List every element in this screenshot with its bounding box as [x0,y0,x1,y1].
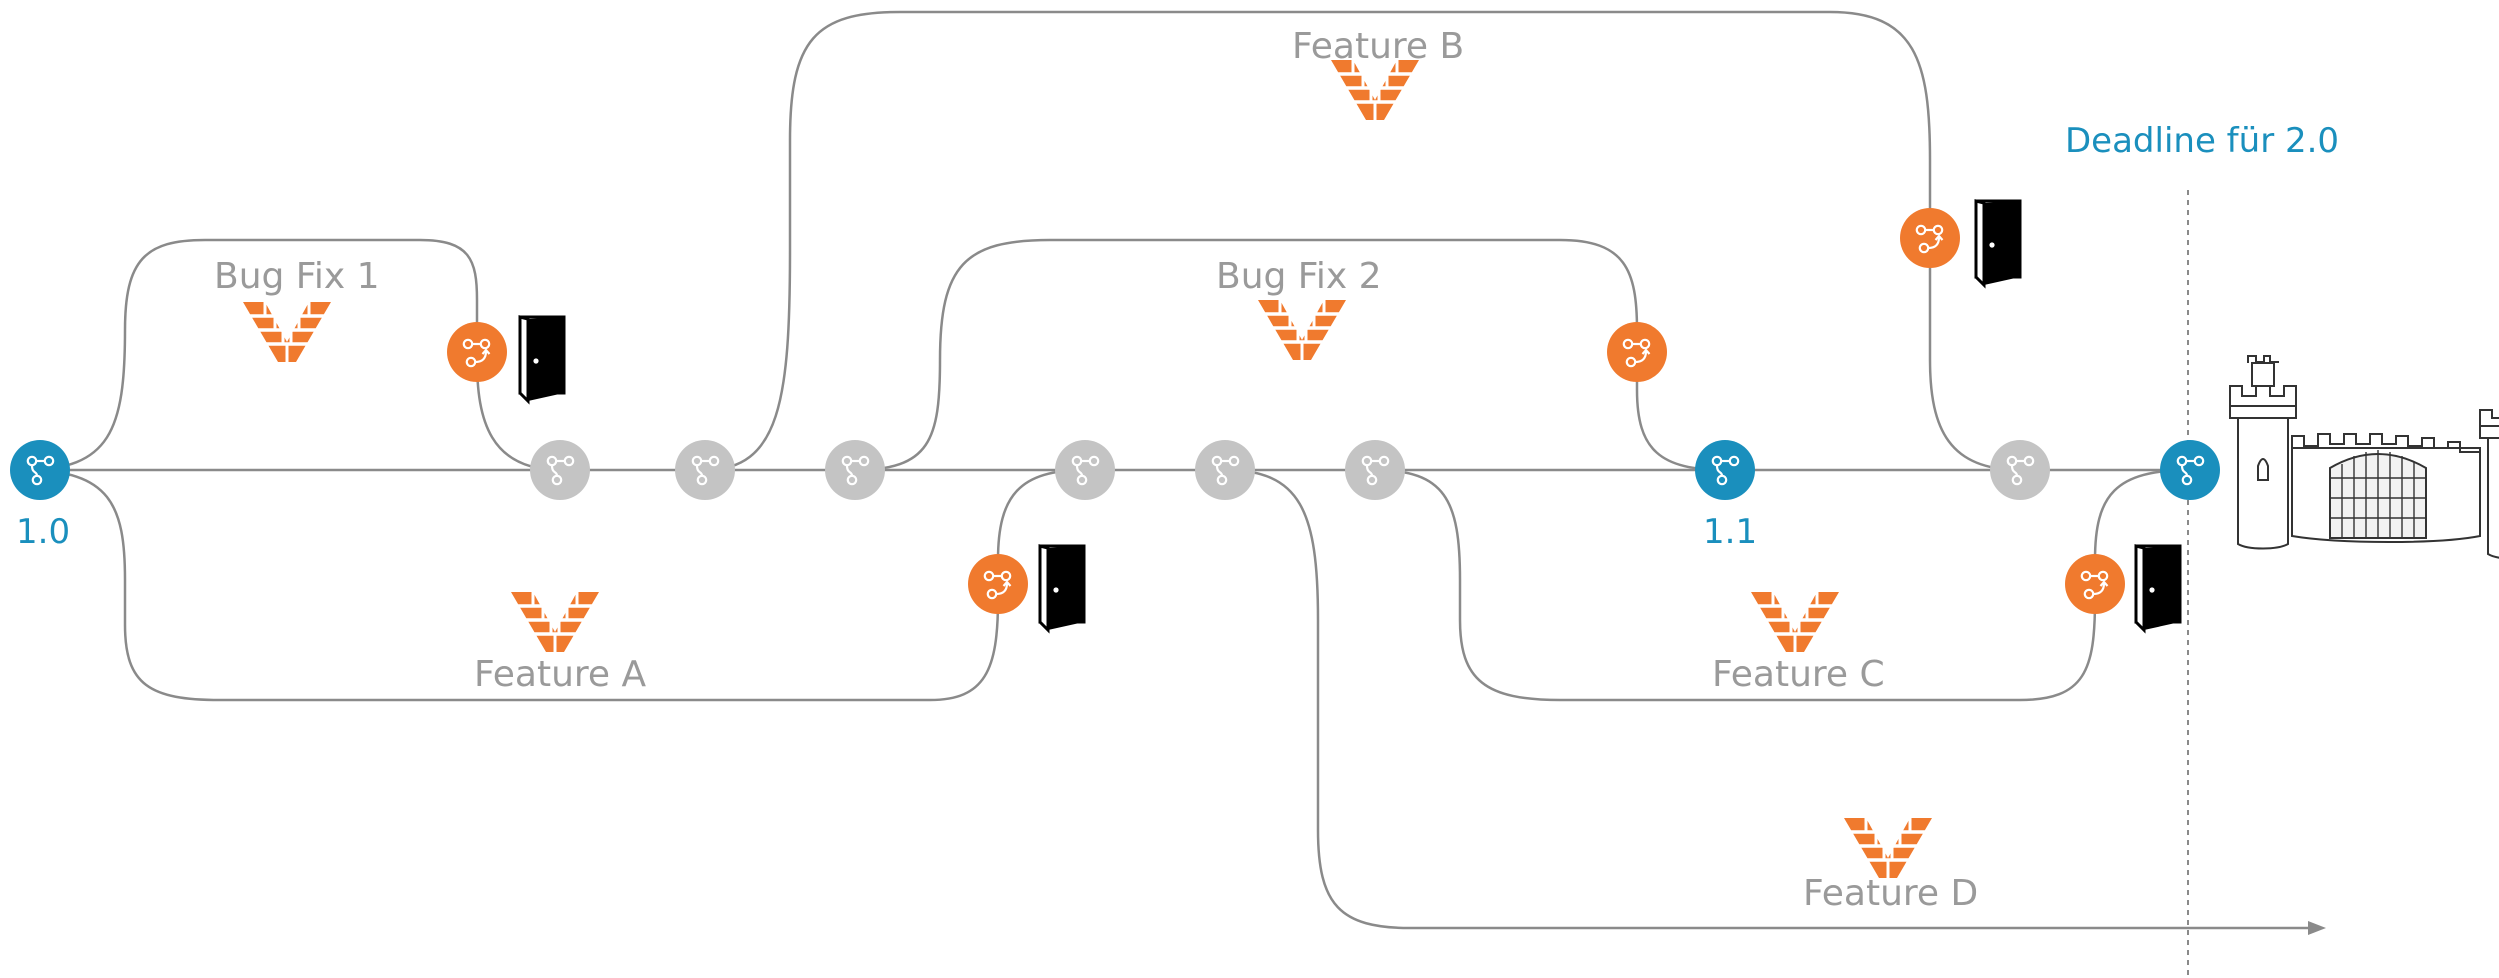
commit-node-1[interactable] [530,440,590,500]
release-label-1-1: 1.1 [1703,512,1757,552]
commit-node-7[interactable] [1990,440,2050,500]
v-brand-icon [1329,58,1421,122]
commit-node-6[interactable] [1345,440,1405,500]
commit-nodes [530,440,2050,500]
bug-fix-2-line [854,238,1726,472]
commit-node-5[interactable] [1195,440,1255,500]
merge-node-bug-fix-2[interactable] [1607,322,1667,382]
open-door-icon [518,315,566,403]
bug-fix-2-label: Bug Fix 2 [1216,256,1382,297]
v-brand-icon [241,300,333,364]
release-nodes [10,440,2220,500]
v-brand-icon [1749,590,1841,654]
feature-a-label: Feature A [474,654,646,695]
release-node-1-1[interactable] [1695,440,1755,500]
release-label-1-0: 1.0 [16,512,70,552]
open-door-icon [2134,544,2182,632]
bug-fix-1-label: Bug Fix 1 [214,256,380,297]
v-brand-icon [1842,816,1934,880]
bug-fix-1-line [24,238,561,472]
feature-c-line [1374,468,2191,702]
feature-d-arrowhead [2308,921,2326,935]
commit-node-3[interactable] [825,440,885,500]
merge-node-feature-c[interactable] [2065,554,2125,614]
release-node-2-0[interactable] [2160,440,2220,500]
release-node-1-0[interactable] [10,440,70,500]
merge-node-bug-fix-1[interactable] [447,322,507,382]
feature-b-label: Feature B [1292,26,1464,67]
branch-lines [24,10,2326,935]
feature-a-line [24,468,1086,702]
v-brand-icon [1256,298,1348,362]
feature-d-line [1224,468,2318,930]
merge-node-feature-b[interactable] [1900,208,1960,268]
merge-node-feature-a[interactable] [968,554,1028,614]
open-door-icon [1974,199,2022,287]
feature-d-label: Feature D [1803,873,1978,914]
feature-c-label: Feature C [1712,654,1885,695]
open-door-icon [1038,544,1086,632]
commit-node-2[interactable] [675,440,735,500]
deadline-label: Deadline für 2.0 [2065,121,2339,161]
merge-nodes [447,208,2125,614]
feature-b-line [704,10,2021,472]
castle-icon [2229,355,2499,559]
commit-node-4[interactable] [1055,440,1115,500]
v-brand-icon [509,590,601,654]
